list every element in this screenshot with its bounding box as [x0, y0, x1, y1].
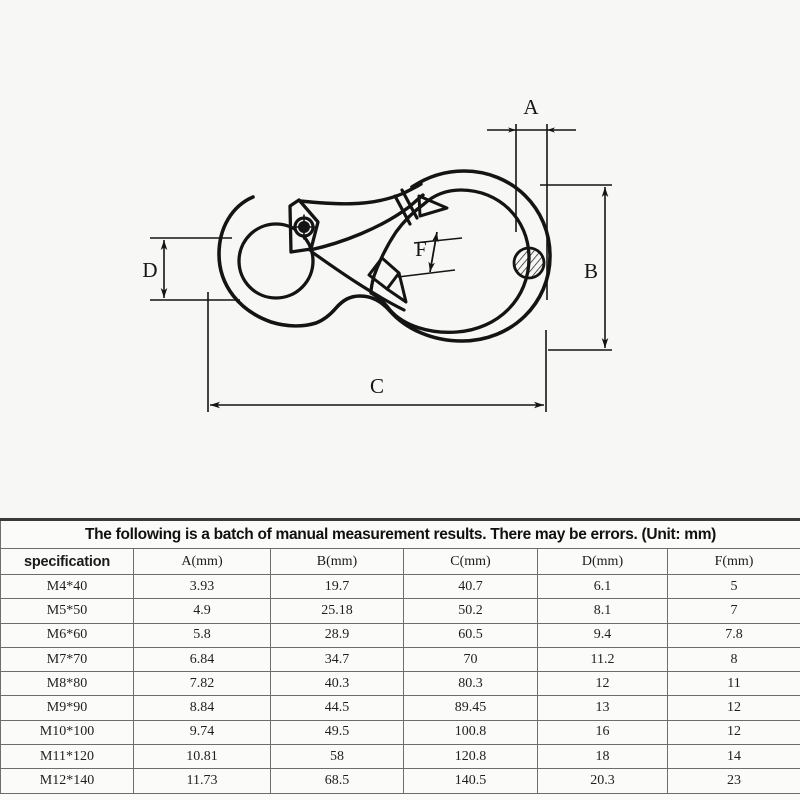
cell-a: 11.73	[133, 768, 271, 794]
gate-lever-top	[298, 182, 423, 206]
cell-b: 25.18	[270, 598, 404, 624]
cell-a: 5.8	[133, 622, 271, 648]
specification-table: The following is a batch of manual measu…	[0, 518, 800, 794]
table-row: M4*40 3.93 19.7 40.7 6.1 5	[0, 573, 800, 600]
spec-table-container: The following is a batch of manual measu…	[0, 518, 800, 800]
column-header-d: D(mm)	[537, 548, 668, 575]
hook-outer-contour	[217, 169, 552, 343]
spec-table-body: The following is a batch of manual measu…	[0, 518, 800, 794]
cell-specification: M7*70	[0, 646, 134, 673]
cell-specification: M9*90	[0, 695, 134, 721]
cell-f: 14	[666, 744, 800, 770]
diagram-area: A B C D F	[140, 95, 612, 412]
f-dim-line	[428, 231, 439, 273]
cell-b: 58	[270, 744, 404, 770]
table-row: M12*140 11.73 68.5 140.5 20.3 23	[0, 768, 800, 794]
gate-arrow-detail	[417, 194, 449, 218]
cell-specification: M12*140	[0, 768, 134, 794]
latch-detail-2	[385, 271, 408, 304]
cell-b: 19.7	[270, 573, 404, 600]
cell-f: 5	[666, 573, 800, 600]
cell-f: 11	[666, 671, 800, 697]
gate-spring-line	[310, 250, 406, 312]
cell-a: 4.9	[133, 598, 271, 624]
cell-d: 6.1	[537, 573, 668, 600]
cell-a: 7.82	[133, 671, 271, 697]
cell-specification: M11*120	[0, 744, 134, 770]
table-row: M7*70 6.84 34.7 70 11.2 8	[0, 646, 800, 673]
cell-c: 89.45	[403, 695, 538, 721]
dim-label-d: D	[142, 258, 157, 282]
table-title: The following is a batch of manual measu…	[0, 518, 800, 549]
hook-eye-hole	[237, 222, 315, 300]
cell-f: 12	[666, 719, 800, 746]
cell-specification: M8*80	[0, 671, 134, 697]
table-header-row: specification A(mm) B(mm) C(mm) D(mm) F(…	[0, 548, 800, 575]
dim-label-f: F	[415, 237, 427, 261]
carabiner-drawing	[217, 169, 552, 343]
gate-seat	[288, 198, 320, 254]
cell-c: 80.3	[403, 671, 538, 697]
table-row: M10*100 9.74 49.5 100.8 16 12	[0, 719, 800, 746]
cell-d: 18	[537, 744, 668, 770]
table-row: M9*90 8.84 44.5 89.45 13 12	[0, 695, 800, 721]
cell-a: 9.74	[133, 719, 271, 746]
cell-d: 9.4	[537, 622, 668, 648]
cell-c: 120.8	[403, 744, 538, 770]
cell-d: 13	[537, 695, 668, 721]
cell-f: 23	[666, 768, 800, 794]
dim-label-a: A	[523, 95, 539, 119]
column-header-c: C(mm)	[403, 548, 538, 575]
cell-c: 60.5	[403, 622, 538, 648]
cell-f: 7	[666, 598, 800, 624]
gate-end-block	[400, 188, 419, 220]
table-title-row: The following is a batch of manual measu…	[0, 518, 800, 549]
cell-f: 12	[666, 695, 800, 721]
dim-label-c: C	[370, 374, 384, 398]
cell-d: 20.3	[537, 768, 668, 794]
table-row: M8*80 7.82 40.3 80.3 12 11	[0, 671, 800, 697]
cell-c: 140.5	[403, 768, 538, 794]
cell-b: 28.9	[270, 622, 404, 648]
section-circle	[512, 246, 546, 280]
cell-c: 50.2	[403, 598, 538, 624]
cell-f: 7.8	[666, 622, 800, 648]
carabiner-dimension-drawing: A B C D F	[140, 95, 612, 412]
cell-f: 8	[666, 646, 800, 673]
table-row: M11*120 10.81 58 120.8 18 14	[0, 744, 800, 770]
column-header-a: A(mm)	[133, 548, 271, 575]
cell-b: 44.5	[270, 695, 404, 721]
cell-b: 68.5	[270, 768, 404, 794]
f-leader-bottom	[397, 269, 456, 278]
dim-label-b: B	[584, 259, 598, 283]
cell-a: 8.84	[133, 695, 271, 721]
cell-b: 34.7	[270, 646, 404, 673]
cell-b: 40.3	[270, 671, 404, 697]
cell-d: 8.1	[537, 598, 668, 624]
gate-end-block-2	[393, 194, 412, 226]
cell-c: 40.7	[403, 573, 538, 600]
diagram-canvas-mask	[140, 150, 570, 360]
table-row: M6*60 5.8 28.9 60.5 9.4 7.8	[0, 622, 800, 648]
cell-c: 100.8	[403, 719, 538, 746]
dimension-lines	[150, 124, 612, 412]
hook-inner-loop	[369, 188, 531, 334]
column-header-specification: specification	[0, 548, 134, 575]
cell-specification: M4*40	[0, 573, 134, 600]
column-header-b: B(mm)	[270, 548, 404, 575]
cell-c: 70	[403, 646, 538, 673]
cell-d: 16	[537, 719, 668, 746]
cell-a: 3.93	[133, 573, 271, 600]
cell-specification: M5*50	[0, 598, 134, 624]
cell-a: 10.81	[133, 744, 271, 770]
table-row: M5*50 4.9 25.18 50.2 8.1 7	[0, 598, 800, 624]
cell-specification: M6*60	[0, 622, 134, 648]
cell-d: 11.2	[537, 646, 668, 673]
cell-d: 12	[537, 671, 668, 697]
cell-specification: M10*100	[0, 719, 134, 746]
cell-b: 49.5	[270, 719, 404, 746]
column-header-f: F(mm)	[666, 548, 800, 575]
cell-a: 6.84	[133, 646, 271, 673]
